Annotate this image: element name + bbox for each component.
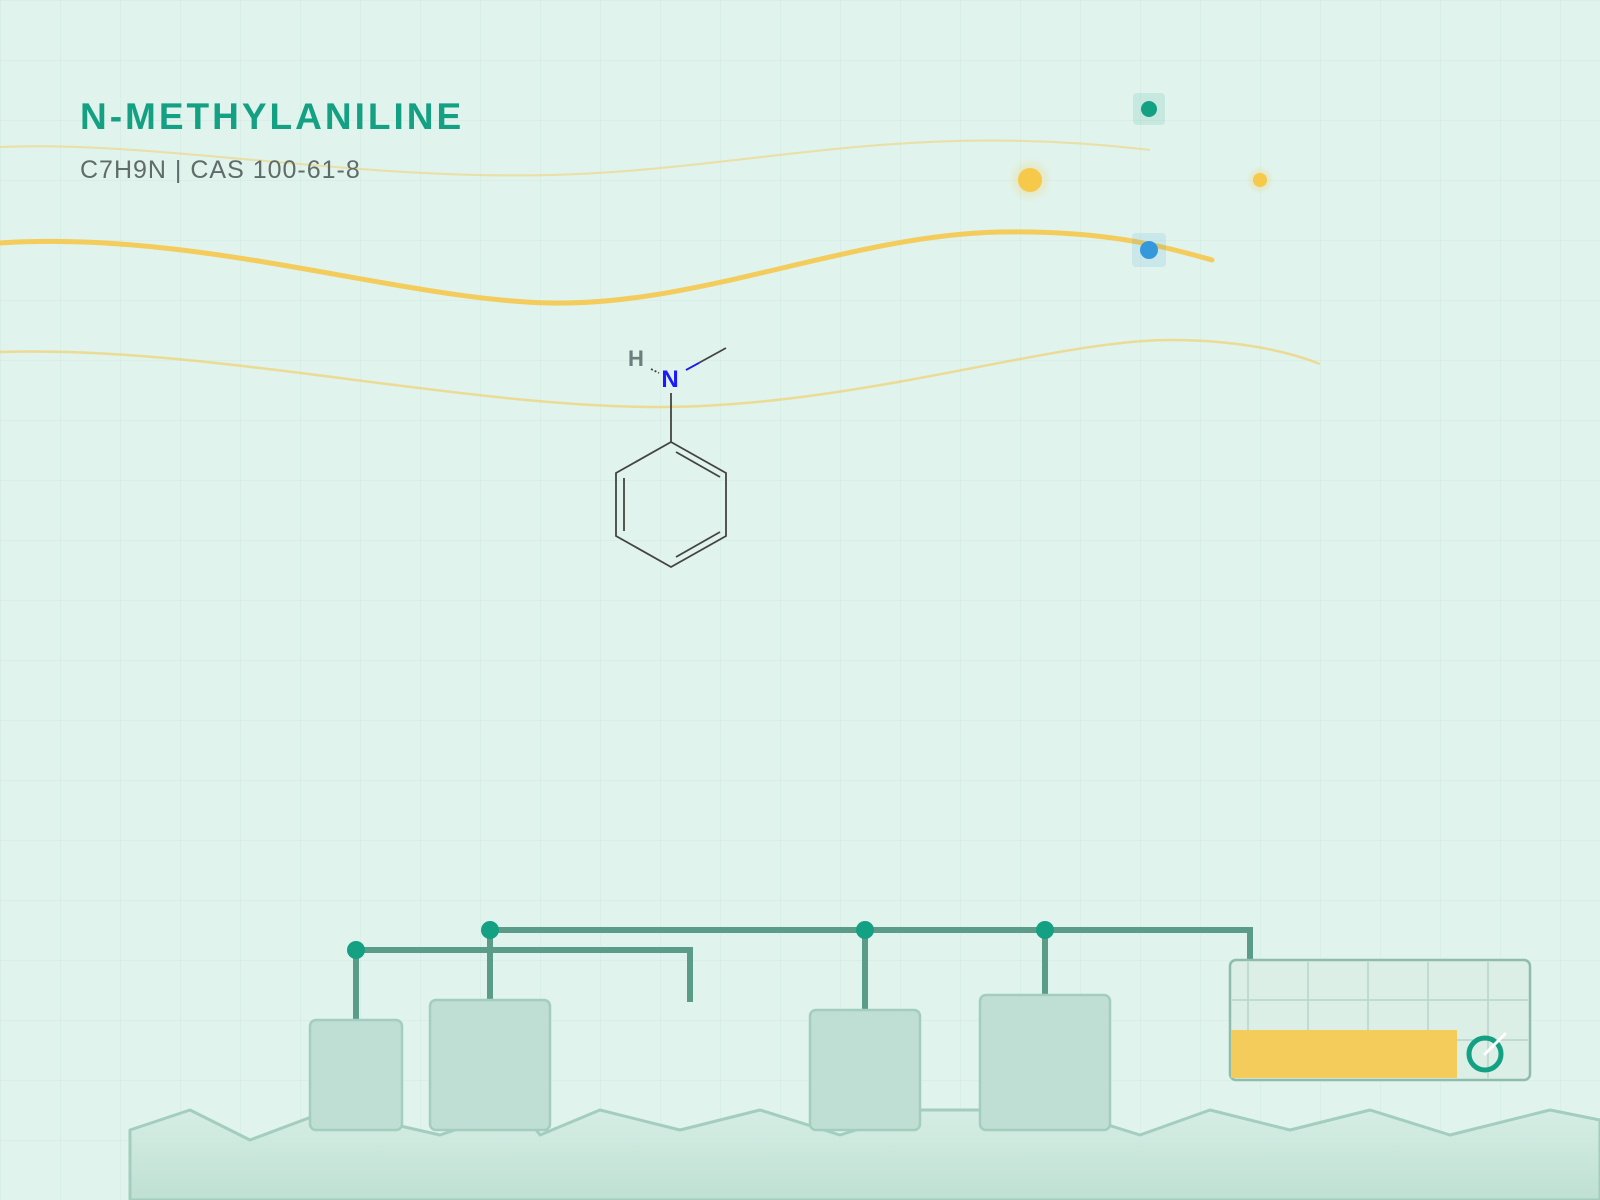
n-methyl-bond-blue (685, 362, 700, 371)
ring-double-bond (675, 451, 721, 478)
atom-nitrogen: N (661, 366, 678, 393)
ring-double-bond (675, 531, 721, 558)
gauge-level-bar (1231, 1030, 1457, 1078)
joint-node (347, 941, 365, 959)
tank-3 (808, 1008, 922, 1132)
dot-yellow-small (1253, 173, 1267, 187)
compound-formula-cas: C7H9N | CAS 100-61-8 (80, 156, 361, 184)
equipment-tanks (308, 993, 1112, 1132)
tank-4 (978, 993, 1112, 1132)
pipe-joints (347, 921, 1054, 959)
dot-green (1141, 101, 1157, 117)
molecule-structure: N H (615, 346, 727, 569)
atom-hydrogen: H (628, 346, 644, 371)
pipe-upper (490, 927, 1253, 990)
joint-node (856, 921, 874, 939)
tank-1 (308, 1018, 404, 1132)
dot-blue (1140, 241, 1158, 259)
benzene-ring (615, 440, 727, 569)
wave-line-thin-bottom (0, 338, 1321, 409)
pipe-lower (356, 947, 693, 1002)
dot-yellow-large (1018, 168, 1042, 192)
wave-line-thin-top (0, 139, 1151, 177)
decor-dots (1008, 93, 1274, 267)
n-h-bond (650, 368, 660, 374)
joint-node (481, 921, 499, 939)
compound-name: N-METHYLANILINE (80, 96, 465, 137)
gauge-dial-icon (1466, 1035, 1504, 1073)
wave-line-thick (0, 229, 1215, 306)
joint-node (1036, 921, 1054, 939)
gauge-panel (1228, 958, 1532, 1082)
tank-2 (428, 998, 552, 1132)
gauge-needle (1483, 1032, 1507, 1056)
